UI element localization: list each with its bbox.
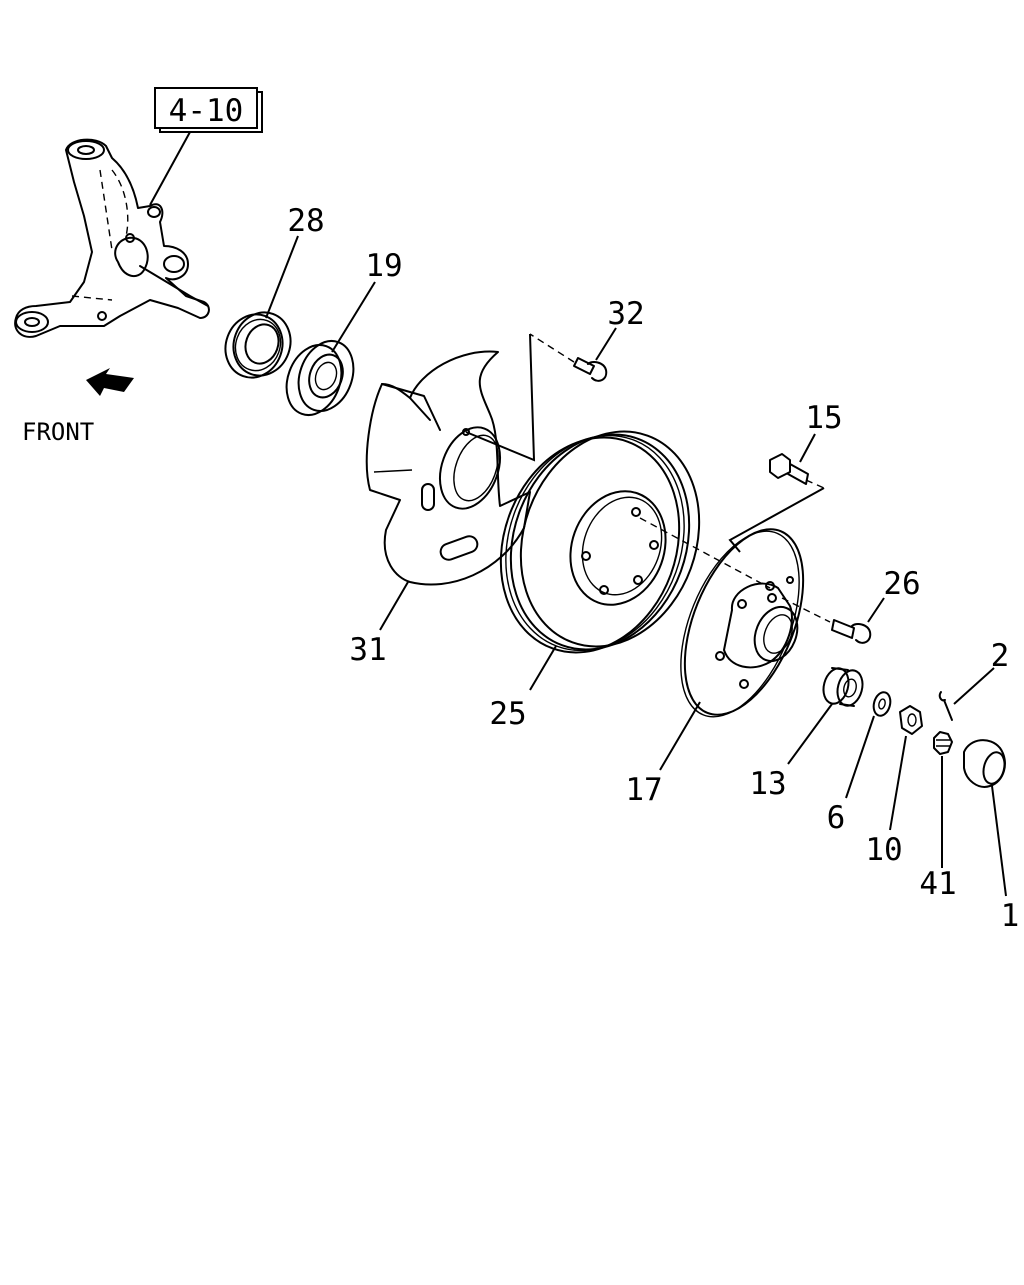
callout-labels: 28 19 32 15 26 2 31 25 17 13 6 10 41 1 bbox=[287, 203, 1019, 934]
callout-15: 15 bbox=[805, 400, 842, 436]
cotter-pin-2 bbox=[938, 691, 953, 721]
callout-2: 2 bbox=[991, 638, 1010, 674]
front-direction-indicator: FRONT bbox=[22, 368, 134, 446]
callout-1: 1 bbox=[1001, 898, 1020, 934]
callout-32: 32 bbox=[607, 296, 644, 332]
callout-13: 13 bbox=[749, 766, 786, 802]
callout-26: 26 bbox=[883, 566, 920, 602]
callout-31: 31 bbox=[349, 632, 386, 668]
bolt-32 bbox=[465, 333, 608, 462]
callout-17: 17 bbox=[625, 772, 662, 808]
callout-25: 25 bbox=[489, 696, 526, 732]
leader-lines bbox=[265, 235, 1007, 897]
callout-19: 19 bbox=[365, 248, 402, 284]
bearing-19 bbox=[285, 340, 355, 416]
outer-bearing-13 bbox=[822, 667, 864, 707]
bolt-15 bbox=[728, 453, 825, 553]
callout-6: 6 bbox=[827, 800, 846, 836]
leader-4-10 bbox=[149, 131, 191, 206]
lock-cap-41 bbox=[933, 731, 953, 755]
bolt-26 bbox=[831, 619, 872, 644]
callout-10: 10 bbox=[865, 832, 902, 868]
oil-seal-28 bbox=[224, 311, 292, 379]
reference-box[interactable]: 4-10 bbox=[154, 87, 263, 133]
reference-box-label: 4-10 bbox=[169, 93, 244, 129]
brake-disc-25 bbox=[499, 430, 701, 654]
wheel-hub-17 bbox=[639, 517, 831, 718]
steering-knuckle bbox=[14, 138, 210, 338]
hub-cap-1 bbox=[963, 739, 1006, 788]
dust-shield-31 bbox=[365, 350, 531, 586]
callout-41: 41 bbox=[919, 866, 956, 902]
callout-28: 28 bbox=[287, 203, 324, 239]
front-label: FRONT bbox=[22, 418, 94, 446]
nut-10 bbox=[899, 705, 923, 735]
washer-6 bbox=[872, 691, 892, 717]
